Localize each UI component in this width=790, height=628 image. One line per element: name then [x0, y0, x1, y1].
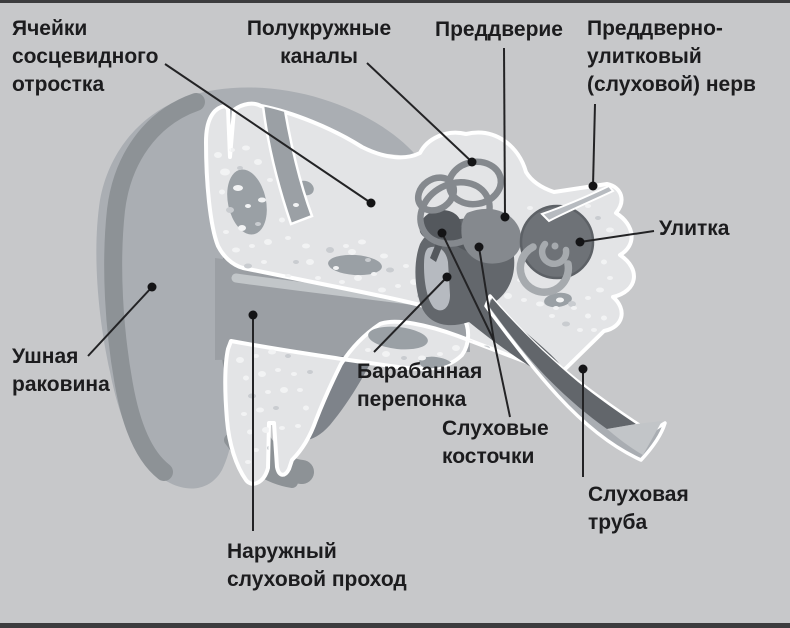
leader-cochlea	[579, 230, 655, 243]
leader-tympanic-membrane	[373, 276, 448, 353]
label-cochlea: Улитка	[659, 215, 729, 243]
leader-mastoid-cells	[164, 63, 372, 204]
label-line: каналы	[280, 45, 358, 68]
label-line: Ушная	[12, 345, 79, 368]
leader-mastoid-cells-dot	[366, 198, 376, 208]
label-auditory-tube: Слуховая труба	[588, 481, 689, 537]
label-line: труба	[588, 511, 648, 534]
label-line: Слуховые	[442, 417, 549, 440]
leader-tympanic-membrane-dot	[442, 272, 452, 282]
leader-ear-canal-dot	[248, 310, 258, 320]
label-line: Улитка	[659, 217, 730, 240]
label-line: Слуховая	[588, 483, 689, 506]
label-tympanic-membrane: Барабанная перепонка	[357, 358, 482, 414]
leader-semicircular-canals	[366, 62, 473, 163]
label-ear-canal: Наружный слуховой проход	[227, 538, 407, 594]
leader-ossicles-b-dot	[474, 242, 484, 252]
label-vestibulocochlear-nerve: Преддверно- улитковый (слуховой) нерв	[587, 15, 756, 99]
label-line: Ячейки	[12, 17, 88, 40]
label-vestibule: Преддверие	[435, 16, 563, 44]
label-line: слуховой проход	[227, 568, 407, 591]
leader-auricle-dot	[147, 282, 157, 292]
auditory-tube-shape	[484, 294, 667, 462]
label-line: Полукружные	[246, 17, 392, 40]
leader-ossicles-a-dot	[437, 228, 447, 238]
label-line: Наружный	[227, 540, 337, 563]
leader-ossicles-b	[478, 246, 495, 342]
label-line: Преддверие	[435, 18, 563, 41]
cochlea-shape	[516, 204, 595, 296]
label-line: улитковый	[587, 45, 702, 68]
bottom-frame-bar	[0, 623, 790, 628]
leader-vestibule-dot	[500, 212, 510, 222]
label-line: перепонка	[357, 388, 467, 411]
label-line: отростка	[12, 73, 105, 96]
leader-semicircular-canals-dot	[467, 157, 477, 167]
label-semicircular-canals: Полукружные каналы	[239, 15, 399, 71]
label-line: (слуховой) нерв	[587, 73, 756, 96]
leader-vestibulocochlear-nerve-dot	[588, 181, 598, 191]
label-line: сосцевидного	[12, 45, 159, 68]
label-line: Преддверно-	[587, 17, 723, 40]
leader-auricle	[87, 286, 153, 357]
bone-channel	[261, 103, 314, 226]
leader-vestibule	[503, 47, 506, 218]
label-line: Барабанная	[357, 360, 483, 383]
label-line: раковина	[12, 373, 110, 396]
vestibulocochlear-nerve-shape	[540, 184, 615, 223]
label-mastoid-cells: Ячейки сосцевидного отростка	[12, 15, 158, 99]
label-auricle: Ушная раковина	[12, 343, 110, 399]
label-ossicles: Слуховые косточки	[442, 415, 549, 471]
leader-cochlea-dot	[575, 237, 585, 247]
label-line: косточки	[442, 445, 535, 468]
leader-vestibulocochlear-nerve	[592, 103, 596, 187]
top-frame-bar	[0, 0, 790, 3]
leader-auditory-tube-dot	[578, 364, 588, 374]
helix-fold	[104, 93, 205, 481]
